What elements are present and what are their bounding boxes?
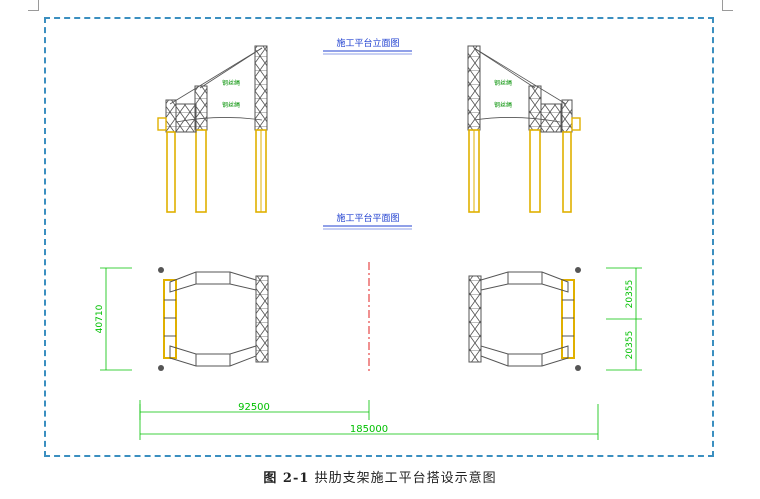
left-tower-front-legs <box>166 131 176 213</box>
right-tower-mid <box>528 85 542 131</box>
left-platform-block <box>175 103 197 133</box>
left-bracket <box>157 117 167 131</box>
dim-overall: 185000 <box>350 424 388 435</box>
right-tower-tall <box>467 45 481 131</box>
dim-half: 92500 <box>238 402 270 413</box>
dim-width-right-bottom: 20355 <box>625 331 635 360</box>
right-plan-anchor <box>575 365 581 371</box>
left-plan-anchor <box>158 267 164 273</box>
left-elevation: 钢丝绳 钢丝绳 <box>157 45 268 213</box>
page-corner-mark <box>28 0 39 11</box>
left-tower-mid <box>194 85 208 131</box>
right-elevation: 钢丝绳 钢丝绳 <box>467 45 581 213</box>
left-plan-anchor <box>158 365 164 371</box>
right-bracket <box>571 117 581 131</box>
figure-caption-text: 拱肋支架施工平台搭设示意图 <box>314 471 497 486</box>
right-cable <box>473 47 536 89</box>
plan-title: 施工平台平面图 <box>336 212 399 224</box>
right-plan-frame-rear <box>468 275 482 363</box>
right-plan-arm-bottom <box>480 345 569 367</box>
left-plan-arm-bottom <box>169 345 257 367</box>
right-tower-front-legs <box>562 131 572 213</box>
left-plan <box>158 267 269 371</box>
left-tower-mid-legs <box>195 129 207 213</box>
left-plan-frame-rear <box>255 275 269 363</box>
left-tower-tall <box>254 45 268 131</box>
right-tower-front <box>561 99 573 133</box>
right-plan-anchor <box>575 267 581 273</box>
right-tower-mid-legs <box>529 129 541 213</box>
dim-width-left: 40710 <box>95 304 105 333</box>
right-cable <box>473 47 567 105</box>
left-plan-arm-top <box>169 271 257 293</box>
page-corner-mark <box>722 0 733 11</box>
left-cable-label: 钢丝绳 <box>222 101 240 109</box>
dim-width-right-top: 20355 <box>625 280 635 309</box>
elevation-title: 施工平台立面图 <box>336 37 399 49</box>
right-cable-label: 钢丝绳 <box>494 101 512 109</box>
right-plan-arm-top <box>480 271 569 293</box>
page-frame <box>44 17 714 457</box>
right-platform-block <box>540 103 562 133</box>
left-cable-label: 钢丝绳 <box>222 79 240 87</box>
figure-caption: 图 2-1 拱肋支架施工平台搭设示意图 <box>0 467 760 486</box>
right-cable <box>473 117 561 123</box>
left-tower-front <box>165 99 177 133</box>
dimensions <box>100 267 642 440</box>
left-cable <box>169 47 263 105</box>
figure-number: 图 2-1 <box>263 471 310 486</box>
left-cable <box>175 117 263 123</box>
right-plan <box>468 267 581 371</box>
right-cable-label: 钢丝绳 <box>494 79 512 87</box>
